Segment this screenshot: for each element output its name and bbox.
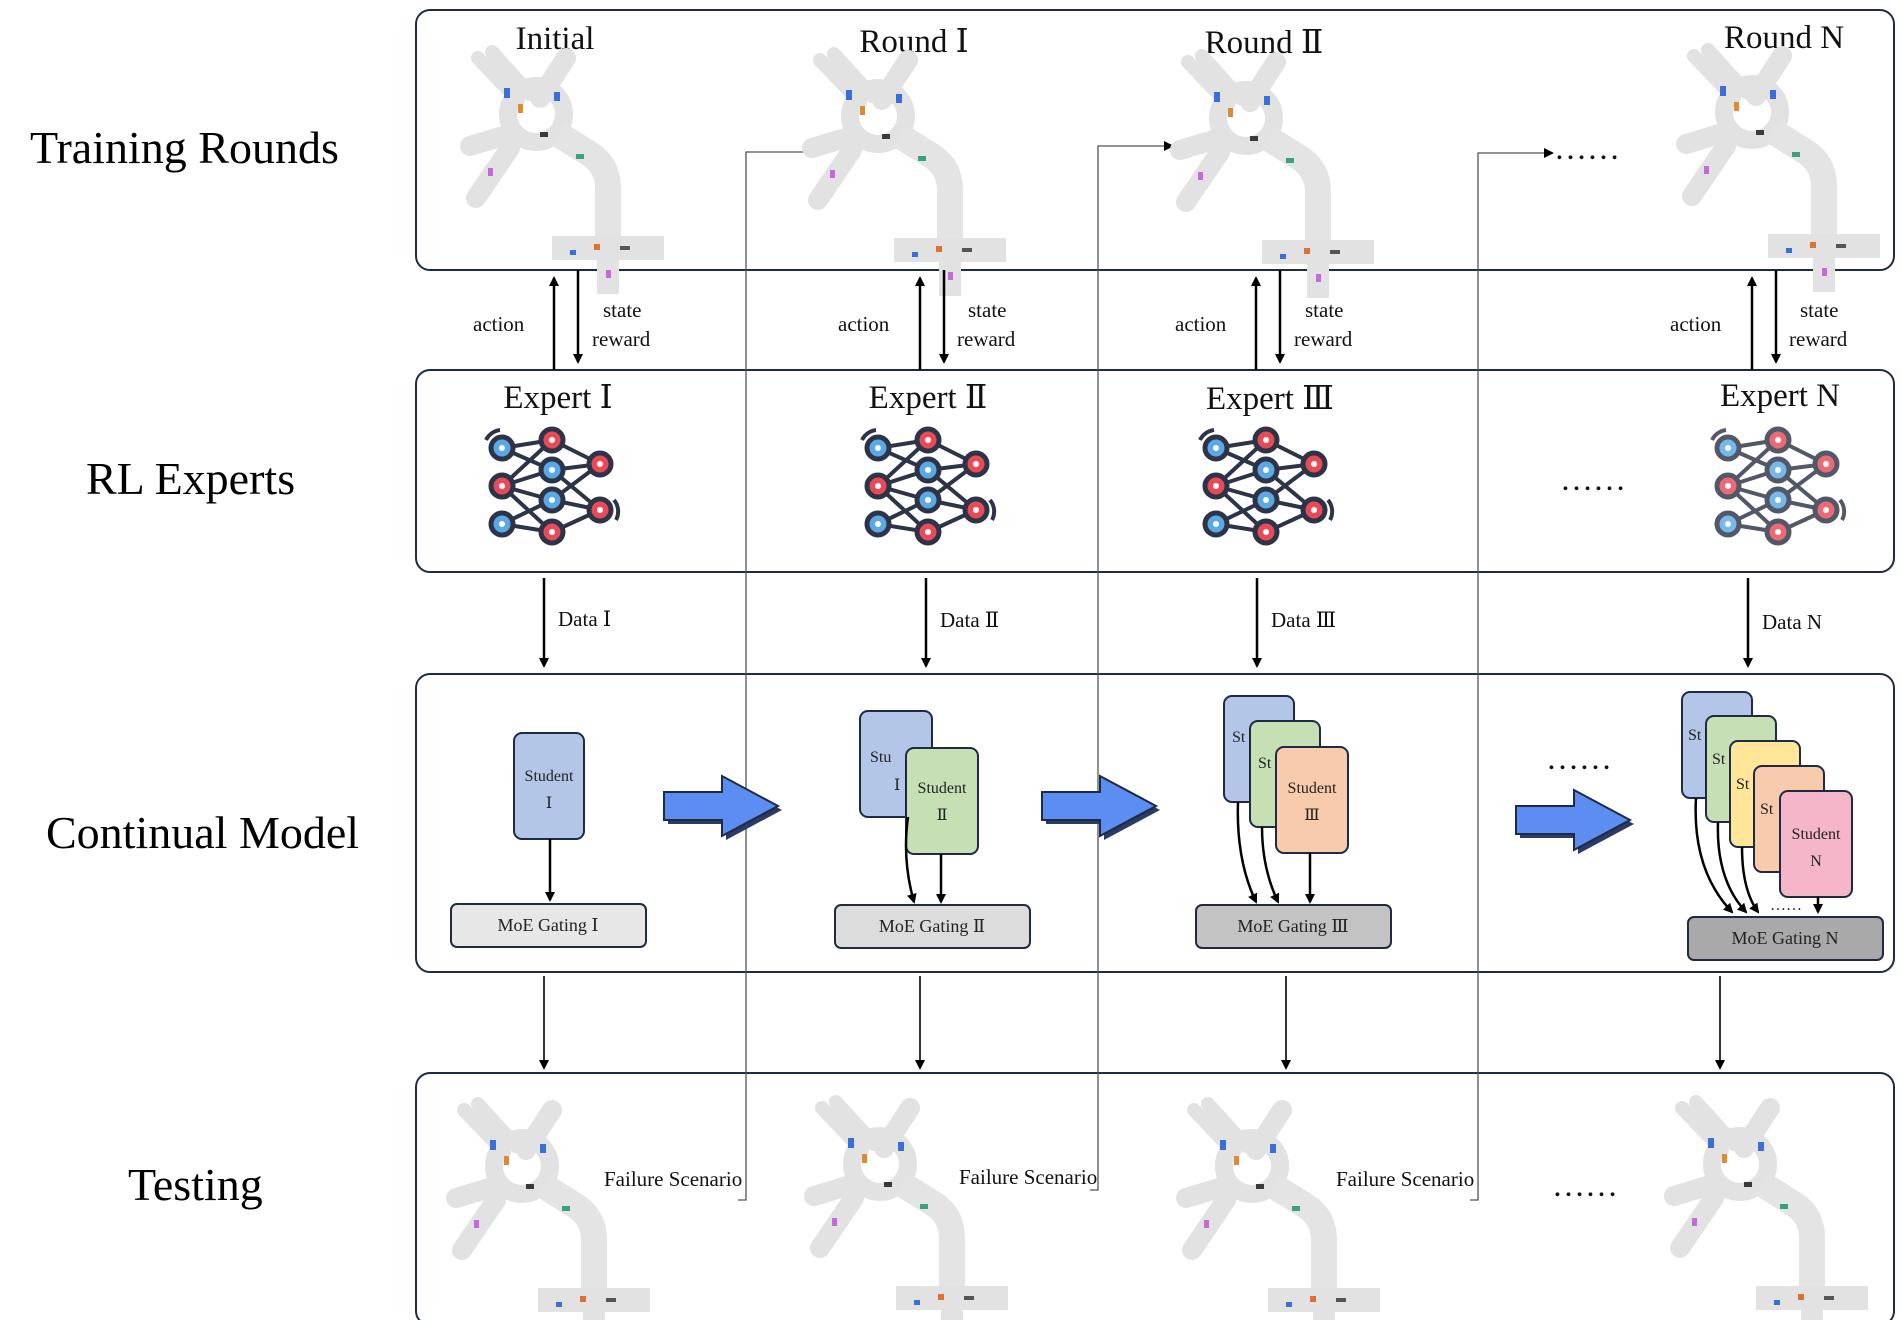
action-label-2: action xyxy=(838,312,890,336)
action-label-3: action xyxy=(1175,312,1227,336)
failure-label-3: Failure Scenario xyxy=(1336,1167,1474,1191)
student-2b-line1: Student xyxy=(918,780,967,797)
reward-label-3: reward xyxy=(1294,327,1353,351)
experts-panel xyxy=(415,369,1895,573)
data-label-n: Data N xyxy=(1762,610,1822,634)
moe-gating-2 xyxy=(834,904,1031,949)
moe-gating-2-label: MoE Gating Ⅱ xyxy=(879,916,985,936)
state-label-2: state xyxy=(968,298,1006,322)
student-2a-line2: Ⅰ xyxy=(894,777,900,794)
data-label-1: Data Ⅰ xyxy=(558,607,611,631)
moe-gating-1 xyxy=(450,903,647,948)
student-na-line1: St xyxy=(1688,727,1702,744)
failure-label-1: Failure Scenario xyxy=(604,1167,742,1191)
moe-gating-n-label: MoE Gating N xyxy=(1732,928,1839,948)
row-label-experts: RL Experts xyxy=(86,453,295,504)
student-nc-line1: St xyxy=(1736,776,1750,793)
student-card-3c xyxy=(1275,746,1349,854)
student-nd-line1: St xyxy=(1760,801,1774,818)
student-2a-line1: Stu xyxy=(870,749,891,766)
data-label-3: Data Ⅲ xyxy=(1271,608,1336,632)
round-label-initial: Initial xyxy=(516,21,595,57)
expert-label-2: Expert Ⅱ xyxy=(869,380,988,416)
training-ellipsis: …… xyxy=(1554,131,1620,167)
moe-gating-3-label: MoE Gating Ⅲ xyxy=(1237,916,1348,936)
state-label-n: state xyxy=(1800,298,1838,322)
state-label-1: state xyxy=(603,298,641,322)
student-ne-line1: Student xyxy=(1792,826,1841,843)
moe-gating-3 xyxy=(1195,904,1392,949)
failure-label-2: Failure Scenario xyxy=(959,1165,1097,1189)
student-card-ne xyxy=(1779,790,1853,898)
student-1-line1: Student xyxy=(525,768,574,785)
row-label-testing: Testing xyxy=(128,1159,263,1210)
round-label-2: Round Ⅱ xyxy=(1205,25,1324,61)
student-ne-line2: N xyxy=(1810,853,1822,870)
student-3a-line1: St xyxy=(1232,729,1246,746)
student-2b-line2: Ⅱ xyxy=(937,807,948,824)
student-card-2b xyxy=(905,747,979,855)
reward-label-2: reward xyxy=(957,327,1016,351)
testing-panel xyxy=(415,1072,1895,1320)
row-label-training: Training Rounds xyxy=(30,122,339,173)
experts-ellipsis: …… xyxy=(1560,462,1626,498)
expert-label-1: Expert Ⅰ xyxy=(503,380,612,416)
data-label-2: Data Ⅱ xyxy=(940,608,999,632)
expert-label-n: Expert N xyxy=(1720,378,1840,414)
row-label-continual: Continual Model xyxy=(46,807,359,858)
testing-ellipsis: …… xyxy=(1552,1168,1618,1204)
action-label-n: action xyxy=(1670,312,1722,336)
action-label-1: action xyxy=(473,312,525,336)
feedback-lines xyxy=(738,141,1554,1201)
training-panel xyxy=(415,9,1895,271)
student-3c-line2: Ⅲ xyxy=(1304,807,1319,824)
gating-inputs-ellipsis: …… xyxy=(1770,897,1802,914)
moe-gating-n xyxy=(1687,916,1884,961)
student-3c-line1: Student xyxy=(1288,780,1337,797)
state-label-3: state xyxy=(1305,298,1343,322)
continual-ellipsis: …… xyxy=(1546,741,1612,777)
reward-label-n: reward xyxy=(1789,327,1848,351)
expert-label-3: Expert Ⅲ xyxy=(1206,381,1334,417)
continual-panel xyxy=(415,673,1895,973)
student-card-1 xyxy=(513,732,585,840)
student-3b-line1: St xyxy=(1258,755,1272,772)
student-nb-line1: St xyxy=(1712,751,1726,768)
moe-gating-1-label: MoE Gating Ⅰ xyxy=(497,915,598,935)
reward-label-1: reward xyxy=(592,327,651,351)
student-1-line2: Ⅰ xyxy=(546,795,552,812)
